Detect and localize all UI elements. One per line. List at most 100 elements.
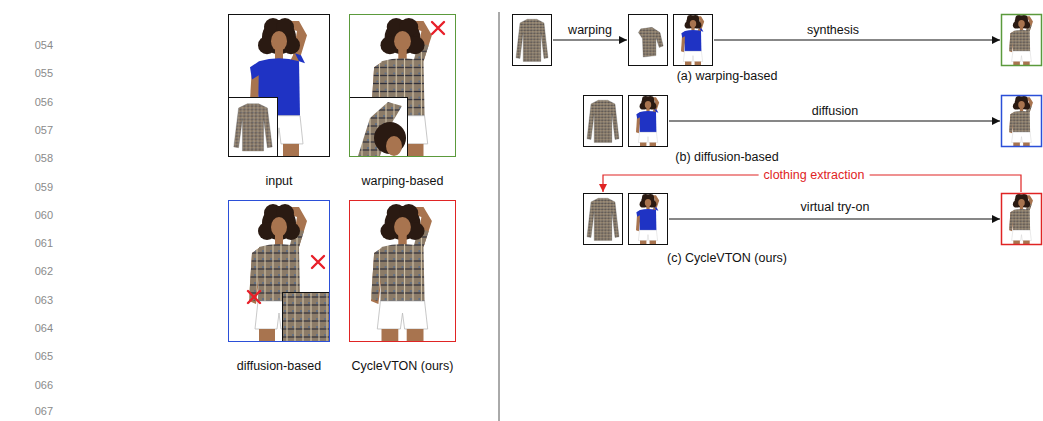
line-number: 066 xyxy=(35,378,53,392)
person-photo xyxy=(229,15,329,156)
sleeve xyxy=(681,31,685,38)
torso xyxy=(1013,209,1030,230)
person-photo xyxy=(350,15,455,156)
panel-caption-row: CycleVTON (ours) xyxy=(349,359,456,373)
sleeve xyxy=(636,210,640,217)
person-photo xyxy=(1001,193,1042,245)
neck xyxy=(398,235,406,245)
image-frame xyxy=(228,14,330,157)
panel-caption: diffusion-based xyxy=(237,359,322,373)
person-photo xyxy=(628,95,668,147)
arrow-label: warping xyxy=(568,23,612,37)
torso xyxy=(640,111,657,132)
neck xyxy=(691,27,694,31)
garment-shape xyxy=(587,198,619,240)
torso xyxy=(1013,30,1030,51)
torso xyxy=(640,209,657,230)
image-border xyxy=(513,15,552,66)
panel-caption: CycleVTON (ours) xyxy=(352,359,454,373)
image-frame xyxy=(349,14,456,157)
photo-ground xyxy=(229,15,329,156)
neck xyxy=(398,49,406,59)
face xyxy=(645,101,651,108)
flow-arrow xyxy=(669,218,1000,219)
photo-ground xyxy=(628,193,668,245)
face xyxy=(394,217,411,237)
torso xyxy=(685,30,702,51)
shorts xyxy=(1012,51,1032,61)
neck xyxy=(275,49,283,59)
closeup-inset xyxy=(350,98,407,156)
image-border xyxy=(1002,194,1042,245)
result-panel: CycleVTON (ours) xyxy=(349,200,456,373)
line-number: 065 xyxy=(35,349,53,363)
sleeve xyxy=(250,61,260,79)
photo-ground xyxy=(229,201,329,341)
person-photo xyxy=(1001,95,1042,147)
face xyxy=(394,31,411,51)
row-caption: (b) diffusion-based xyxy=(675,150,778,164)
line-number: 061 xyxy=(35,236,53,250)
shorts xyxy=(377,301,427,329)
face xyxy=(690,20,696,27)
image-border xyxy=(283,293,330,342)
garment-photo xyxy=(583,95,623,147)
image-border xyxy=(629,96,668,147)
photo-ground xyxy=(350,201,455,341)
shorts xyxy=(683,51,702,61)
leg xyxy=(259,329,275,341)
neck xyxy=(1020,27,1023,31)
row-caption: (a) warping-based xyxy=(677,69,778,83)
image-border xyxy=(629,15,668,66)
result-panel: warping-based xyxy=(349,14,456,188)
leg xyxy=(407,144,424,156)
panel-caption-row: warping-based xyxy=(349,174,456,188)
error-cross xyxy=(312,256,324,268)
image-frame xyxy=(228,200,330,342)
line-number: 060 xyxy=(35,208,53,222)
photo-ground xyxy=(512,14,552,66)
garment-photo xyxy=(512,14,552,66)
person-photo xyxy=(1001,14,1042,66)
garment-shape xyxy=(587,100,619,142)
leg xyxy=(407,329,424,341)
arrow-label: virtual try-on xyxy=(801,200,870,214)
error-cross xyxy=(432,22,444,34)
face xyxy=(271,31,287,51)
arrow-label: clothing extraction xyxy=(759,168,870,182)
image-border xyxy=(674,15,713,66)
line-number: 063 xyxy=(35,293,53,307)
neck xyxy=(275,235,283,245)
neck xyxy=(1020,206,1023,210)
row-caption: (c) CycleVTON (ours) xyxy=(667,251,787,265)
arrow-label: synthesis xyxy=(807,23,859,37)
face xyxy=(1018,20,1025,27)
line-number: 056 xyxy=(35,95,53,109)
garment-shape xyxy=(638,27,663,57)
garment-shape xyxy=(516,19,548,61)
shorts xyxy=(638,230,657,240)
garment-photo xyxy=(583,193,623,245)
photo-ground xyxy=(350,15,455,156)
panel-caption-row: diffusion-based xyxy=(228,359,330,373)
face xyxy=(1018,101,1025,108)
panel-caption: warping-based xyxy=(362,174,444,188)
flow-arrow xyxy=(714,39,1000,40)
shorts xyxy=(1012,230,1032,240)
image-border xyxy=(629,194,668,245)
garment-photo xyxy=(628,14,668,66)
line-number: 062 xyxy=(35,264,53,278)
image-border xyxy=(1002,15,1042,66)
person-photo xyxy=(673,14,713,66)
leg xyxy=(283,144,299,156)
neck xyxy=(1020,108,1023,112)
panel-divider xyxy=(499,12,500,421)
panel-caption-row: input xyxy=(228,174,330,188)
flow-arrow xyxy=(669,120,1000,121)
photo-ground xyxy=(628,95,668,147)
torso xyxy=(1013,111,1030,132)
face xyxy=(645,199,651,206)
result-panel: diffusion-based xyxy=(228,200,330,373)
